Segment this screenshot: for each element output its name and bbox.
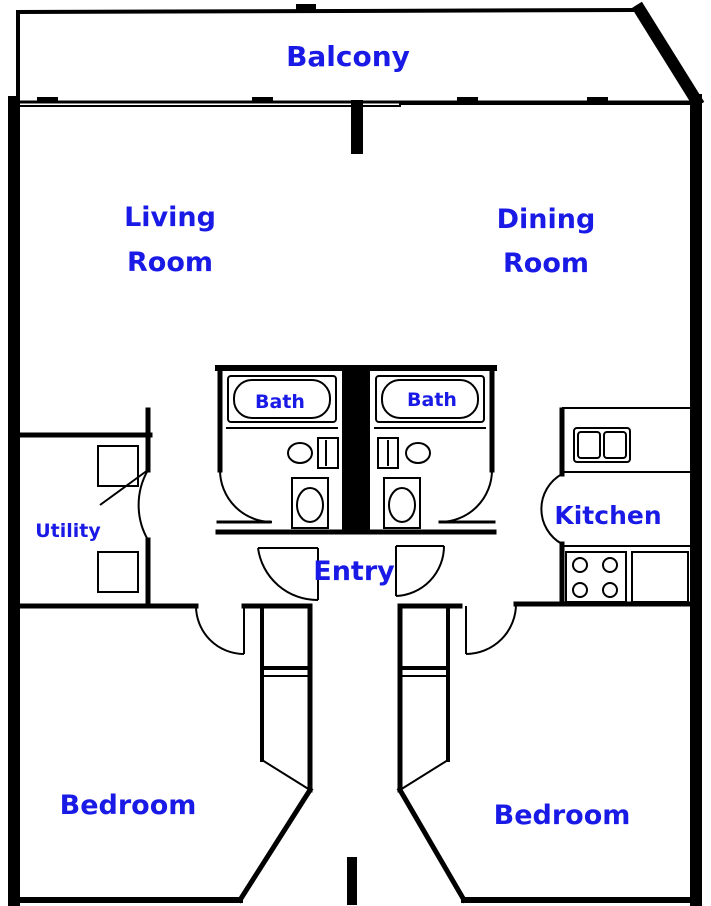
label-bedroom-right: Bedroom: [494, 800, 631, 831]
interior-walls: [15, 365, 699, 904]
label-balcony: Balcony: [286, 40, 410, 73]
doors: [99, 469, 563, 655]
room-labels: Balcony Living Room Dining Room Bath Bat…: [35, 40, 661, 831]
label-bedroom-left: Bedroom: [60, 790, 197, 821]
label-utility: Utility: [35, 520, 101, 542]
label-dining-line1: Dining: [497, 204, 596, 235]
label-bath-left: Bath: [255, 391, 305, 413]
label-entry: Entry: [313, 556, 395, 587]
fixtures: [97, 375, 696, 603]
label-bath-right: Bath: [407, 389, 457, 411]
label-dining-line2: Room: [503, 248, 589, 279]
outer-walls: [8, 1, 705, 906]
label-living-line2: Room: [127, 247, 213, 278]
label-living-line1: Living: [124, 202, 216, 233]
label-kitchen: Kitchen: [554, 501, 661, 530]
